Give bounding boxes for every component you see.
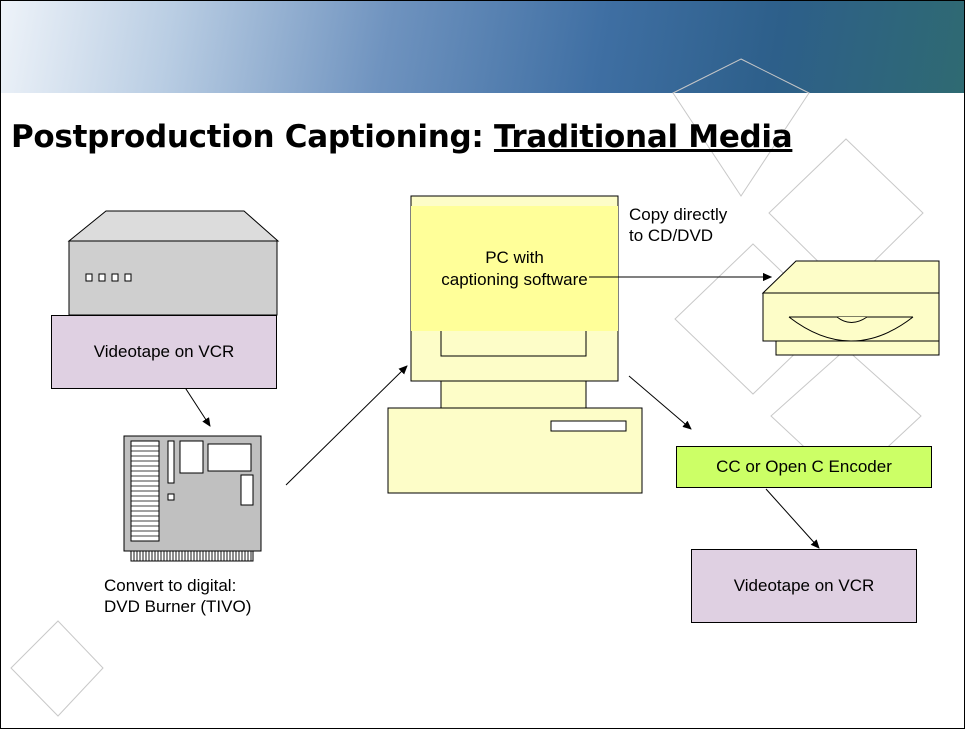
pc-label-line2: captioning software [441,269,588,289]
header-banner [1,1,964,93]
convert-label-line1: Convert to digital: [104,576,237,595]
capture-card-icon [123,435,262,562]
diamond-shape [672,58,810,197]
convert-label: Convert to digital: DVD Burner (TIVO) [104,575,251,617]
arrow-card-to-pc [285,365,408,486]
diamond-shape [10,620,104,717]
copy-direct-label: Copy directly to CD/DVD [629,204,727,246]
convert-label-line2: DVD Burner (TIVO) [104,597,252,616]
vcr-source-label: Videotape on VCR [93,342,235,361]
encoder-label: CC or Open C Encoder [716,457,892,476]
title-prefix: Postproduction Captioning: [11,119,494,155]
vcr-output-label: Videotape on VCR [733,576,875,595]
vcr-source-box: Videotape on VCR [51,315,277,389]
encoder-box: CC or Open C Encoder [676,446,932,488]
arrow-pc-to-encoder [628,375,692,430]
vcr-output-box: Videotape on VCR [691,549,917,623]
vcr-device-icon [67,210,280,316]
pc-label-box: PC with captioning software [411,206,618,331]
copy-label-line2: to CD/DVD [629,226,714,245]
title-emphasis: Traditional Media [493,119,793,155]
page-title: Postproduction Captioning: Traditional M… [11,119,793,155]
disc-drive-icon [761,260,940,356]
copy-label-line1: Copy directly [629,205,728,224]
arrow-encoder-to-vcr [765,488,820,549]
pc-label-line1: PC with [485,247,544,267]
